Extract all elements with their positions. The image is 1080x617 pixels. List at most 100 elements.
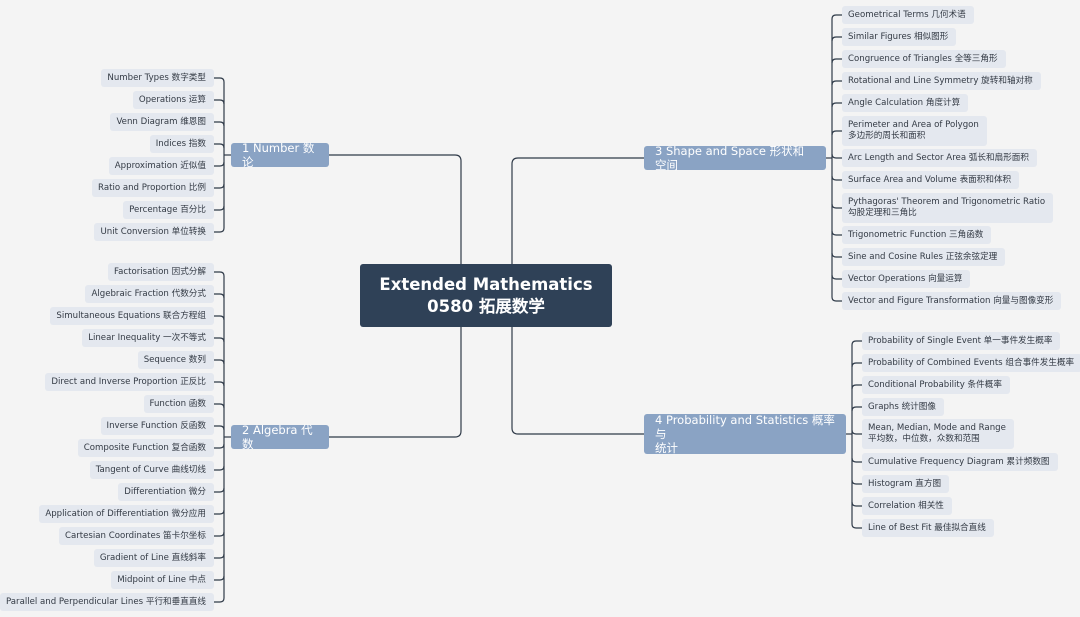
leaf-label: Tangent of Curve 曲线切线 [95, 464, 206, 475]
leaf-topic[interactable]: Application of Differentiation 微分应用 [39, 505, 214, 523]
branch-label: 2 Algebra 代数 [242, 423, 313, 451]
leaf-topic[interactable]: Rotational and Line Symmetry 旋转和轴对称 [842, 72, 1041, 90]
leaf-label: Operations 运算 [138, 94, 206, 105]
leaf-topic[interactable]: Geometrical Terms 几何术语 [842, 6, 974, 24]
leaf-label: Sine and Cosine Rules 正弦余弦定理 [848, 251, 998, 262]
root-node[interactable]: Extended Mathematics 0580 拓展数学 [360, 264, 612, 327]
leaf-label: Approximation 近似值 [114, 160, 206, 171]
leaf-topic[interactable]: Direct and Inverse Proportion 正反比 [45, 373, 214, 391]
leaf-topic[interactable]: Graphs 统计图像 [862, 398, 944, 416]
leaf-topic[interactable]: Conditional Probability 条件概率 [862, 376, 1010, 394]
leaf-topic[interactable]: Surface Area and Volume 表面积和体积 [842, 171, 1020, 189]
leaf-topic[interactable]: Function 函数 [143, 395, 214, 413]
branch-label: 4 Probability and Statistics 概率与 统计 [655, 413, 835, 455]
leaf-topic[interactable]: Vector and Figure Transformation 向量与图像变形 [842, 292, 1062, 310]
leaf-label: Surface Area and Volume 表面积和体积 [848, 174, 1012, 185]
leaf-label: Arc Length and Sector Area 弧长和扇形面积 [848, 152, 1029, 163]
leaf-topic[interactable]: Vector Operations 向量运算 [842, 270, 971, 288]
leaf-topic[interactable]: Midpoint of Line 中点 [111, 571, 214, 589]
leaf-label: Correlation 相关性 [868, 500, 944, 511]
leaf-label: Simultaneous Equations 联合方程组 [56, 310, 206, 321]
leaf-topic[interactable]: Sine and Cosine Rules 正弦余弦定理 [842, 248, 1006, 266]
leaf-label: Composite Function 复合函数 [83, 442, 206, 453]
leaf-label-line: 勾股定理和三角比 [848, 208, 917, 218]
leaf-label-line: 多边形的周长和面积 [848, 131, 926, 141]
leaf-topic[interactable]: Unit Conversion 单位转换 [94, 223, 214, 241]
leaf-topic[interactable]: Ratio and Proportion 比例 [92, 179, 214, 197]
leaf-label: Ratio and Proportion 比例 [98, 182, 206, 193]
branch-label: 1 Number 数论 [242, 141, 315, 169]
leaf-label-line: 平均数，中位数，众数和范围 [868, 434, 980, 444]
leaf-label: Application of Differentiation 微分应用 [45, 508, 206, 519]
leaf-topic[interactable]: Probability of Combined Events 组合事件发生概率 [862, 354, 1080, 372]
branch-probability-and-statistics[interactable]: 4 Probability and Statistics 概率与 统计 [644, 413, 846, 455]
leaf-label: Geometrical Terms 几何术语 [848, 9, 966, 20]
leaf-label: Probability of Combined Events 组合事件发生概率 [868, 357, 1075, 368]
leaf-label: Differentiation 微分 [124, 486, 206, 497]
leaf-topic[interactable]: Factorisation 因式分解 [107, 263, 214, 281]
branch-label: 3 Shape and Space 形状和空间 [655, 144, 805, 172]
leaf-topic[interactable]: Operations 运算 [132, 91, 214, 109]
leaf-label: Factorisation 因式分解 [113, 266, 206, 277]
leaf-label: Angle Calculation 角度计算 [848, 97, 961, 108]
leaf-topic[interactable]: Line of Best Fit 最佳拟合直线 [862, 519, 994, 537]
leaf-topic[interactable]: Composite Function 复合函数 [77, 439, 214, 457]
leaf-topic[interactable]: Histogram 直方图 [862, 475, 950, 493]
leaf-label: Graphs 统计图像 [868, 401, 936, 412]
leaf-label: Algebraic Fraction 代数分式 [91, 288, 206, 299]
leaf-label: Congruence of Triangles 全等三角形 [848, 53, 998, 64]
leaf-label: Line of Best Fit 最佳拟合直线 [868, 522, 986, 533]
leaf-topic[interactable]: Venn Diagram 维恩图 [110, 113, 214, 131]
leaf-topic[interactable]: Differentiation 微分 [118, 483, 214, 501]
leaf-label: Gradient of Line 直线斜率 [99, 552, 206, 563]
leaf-topic[interactable]: Cumulative Frequency Diagram 累计频数图 [862, 453, 1058, 471]
leaf-label-line: Mean, Median, Mode and Range [868, 423, 1006, 433]
leaf-label: Vector Operations 向量运算 [848, 273, 963, 284]
leaf-topic[interactable]: Number Types 数字类型 [101, 69, 214, 87]
leaf-topic[interactable]: Angle Calculation 角度计算 [842, 94, 969, 112]
leaf-topic[interactable]: Algebraic Fraction 代数分式 [85, 285, 214, 303]
leaf-topic[interactable]: Pythagoras' Theorem and Trigonometric Ra… [842, 193, 1054, 223]
leaf-topic[interactable]: Gradient of Line 直线斜率 [93, 549, 214, 567]
leaf-topic[interactable]: Congruence of Triangles 全等三角形 [842, 50, 1006, 68]
root-title-line1: Extended Mathematics [379, 274, 593, 294]
leaf-topic[interactable]: Percentage 百分比 [123, 201, 214, 219]
leaf-topic[interactable]: Probability of Single Event 单一事件发生概率 [862, 332, 1061, 350]
leaf-label: Trigonometric Function 三角函数 [848, 229, 984, 240]
leaf-topic[interactable]: Correlation 相关性 [862, 497, 952, 515]
leaf-topic[interactable]: Linear Inequality 一次不等式 [82, 329, 214, 347]
leaf-topic[interactable]: Inverse Function 反函数 [100, 417, 214, 435]
leaf-topic[interactable]: Trigonometric Function 三角函数 [842, 226, 992, 244]
leaf-label: Cartesian Coordinates 笛卡尔坐标 [64, 530, 206, 541]
leaf-label: Number Types 数字类型 [107, 72, 206, 83]
leaf-label: Rotational and Line Symmetry 旋转和轴对称 [848, 75, 1033, 86]
branch-shape-and-space[interactable]: 3 Shape and Space 形状和空间 [644, 144, 826, 172]
leaf-topic[interactable]: Indices 指数 [149, 135, 214, 153]
leaf-label: Similar Figures 相似图形 [848, 31, 949, 42]
leaf-topic[interactable]: Tangent of Curve 曲线切线 [89, 461, 214, 479]
leaf-label: Percentage 百分比 [129, 204, 206, 215]
leaf-label: Histogram 直方图 [868, 478, 942, 489]
leaf-topic[interactable]: Cartesian Coordinates 笛卡尔坐标 [58, 527, 214, 545]
leaf-label: Venn Diagram 维恩图 [116, 116, 206, 127]
branch-number[interactable]: 1 Number 数论 [231, 141, 329, 169]
leaf-topic[interactable]: Simultaneous Equations 联合方程组 [50, 307, 214, 325]
leaf-label: Parallel and Perpendicular Lines 平行和垂直直线 [5, 596, 207, 607]
leaf-topic[interactable]: Approximation 近似值 [108, 157, 214, 175]
leaf-topic[interactable]: Arc Length and Sector Area 弧长和扇形面积 [842, 149, 1037, 167]
leaf-label: Linear Inequality 一次不等式 [88, 332, 206, 343]
leaf-topic[interactable]: Similar Figures 相似图形 [842, 28, 957, 46]
leaf-topic[interactable]: Sequence 数列 [137, 351, 214, 369]
root-title-line2: 0580 拓展数学 [427, 296, 545, 316]
leaf-label: Direct and Inverse Proportion 正反比 [51, 376, 206, 387]
leaf-label-line: Pythagoras' Theorem and Trigonometric Ra… [848, 197, 1046, 207]
leaf-label: Vector and Figure Transformation 向量与图像变形 [848, 295, 1054, 306]
leaf-label: Probability of Single Event 单一事件发生概率 [868, 335, 1053, 346]
leaf-label-line: Perimeter and Area of Polygon [848, 120, 979, 130]
branch-algebra[interactable]: 2 Algebra 代数 [231, 423, 329, 451]
leaf-label: Conditional Probability 条件概率 [868, 379, 1002, 390]
leaf-topic[interactable]: Parallel and Perpendicular Lines 平行和垂直直线 [0, 593, 214, 611]
